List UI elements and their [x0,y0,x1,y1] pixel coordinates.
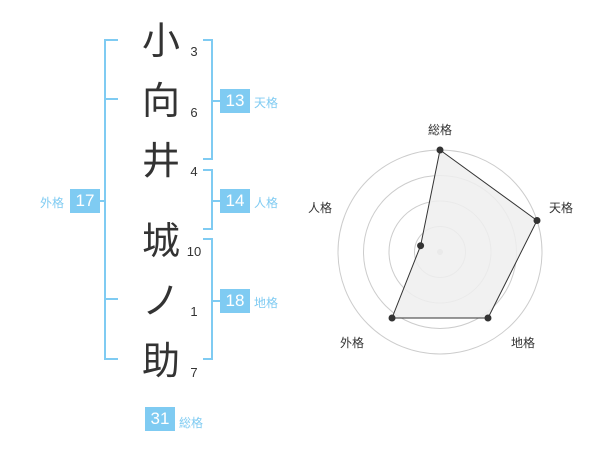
radar-axis-label-tenkaku: 天格 [549,201,574,215]
name-char-5: ノ [141,279,180,323]
tenkaku-score: 13 [220,89,250,113]
radar-axis-label-chikaku: 地格 [511,336,536,350]
soukaku-score: 31 [145,407,175,431]
gaikaku-score: 17 [70,189,100,213]
name-char-2: 向 [141,79,180,123]
name-char-6: 助 [141,339,180,383]
radar-axis-label-gaikaku: 外格 [340,336,365,350]
tenkaku-bracket [203,39,213,160]
stroke-count-6: 7 [190,365,198,380]
stroke-count-3: 4 [190,164,198,179]
radar-point-3 [484,314,492,322]
chikaku-bracket [203,238,213,360]
radar-axis-label-jinkaku: 人格 [308,201,333,215]
stroke-count-2: 6 [190,105,198,120]
chikaku-score: 18 [220,289,250,313]
soukaku-label: 総格 [179,416,204,430]
radar-axis-label-soukaku: 総格 [428,123,453,137]
stroke-count-1: 3 [190,44,198,59]
tenkaku-label: 天格 [254,96,279,110]
stroke-count-4: 10 [186,244,202,259]
name-char-3: 井 [141,139,180,183]
radar-chart [337,146,543,355]
gaikaku-label: 外格 [40,196,65,210]
gaikaku-bracket [104,39,118,360]
jinkaku-label: 人格 [254,196,279,210]
chikaku-label: 地格 [254,296,279,310]
radar-area [391,149,538,319]
radar-point-2 [533,216,541,224]
jinkaku-score: 14 [220,189,250,213]
name-char-4: 城 [141,219,180,263]
radar-point-1 [436,146,444,154]
radar-polygon [391,149,538,319]
radar-point-5 [417,242,425,250]
stroke-count-5: 1 [190,304,198,319]
name-char-1: 小 [141,19,180,63]
radar-point-4 [388,314,396,322]
jinkaku-bracket [203,169,213,230]
radar-points [388,146,541,322]
